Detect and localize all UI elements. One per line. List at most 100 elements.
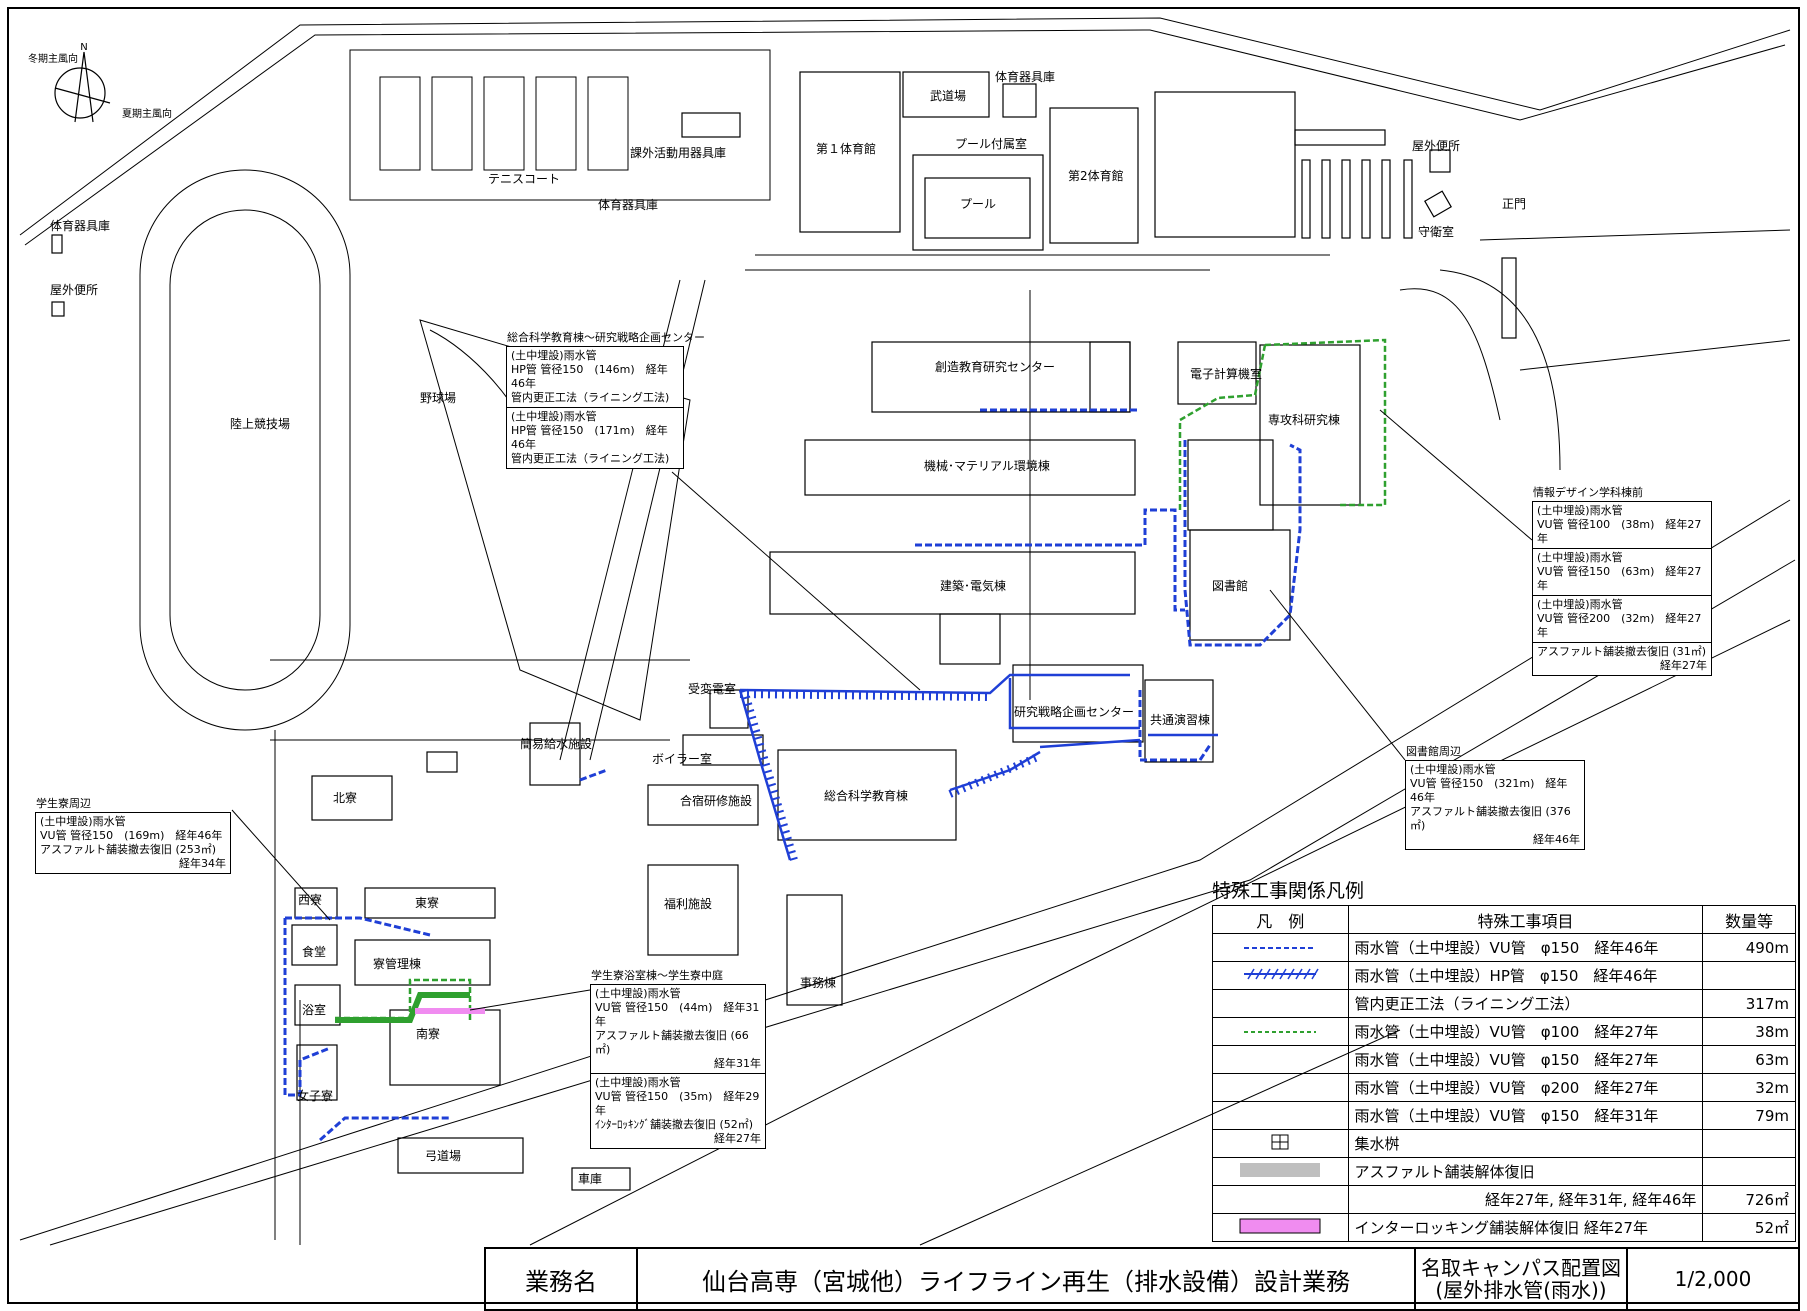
legend-symbol [1212,1157,1349,1186]
label-outdoor-toilet-right: 屋外便所 [1412,139,1460,153]
label-sogo: 総合科学教育棟 [824,788,908,803]
legend-symbol [1212,933,1349,962]
callout-toshokan-head: 図書館周辺 [1406,745,1461,758]
legend-qty: 79m [1702,1101,1796,1130]
legend-item: 雨水管（土中埋設）VU管 φ150 経年31年 [1347,1101,1704,1130]
legend-qty: 63m [1702,1045,1796,1074]
legend-qty: 32m [1702,1073,1796,1102]
label-gym2: 第2体育館 [1068,168,1124,183]
legend-qty: 38m [1702,1017,1796,1046]
label-higashiryo: 東寮 [415,895,439,910]
label-pool-annex: プール付属室 [955,136,1027,151]
label-pool: プール [960,197,996,211]
callout-line: HP管 管径150 (171m) 経年46年 [511,424,668,451]
callout-line: HP管 管径150 (146m) 経年46年 [511,363,668,390]
legend-item: 経年27年, 経年31年, 経年46年 [1347,1185,1704,1214]
catch-basin-icon [1271,1134,1289,1149]
title-block-label: 業務名 [486,1249,638,1309]
legend-symbol [1212,1129,1349,1158]
callout-line: 管内更正工法（ライニング工法) [511,452,670,465]
label-senko: 専攻科研究棟 [1268,412,1340,427]
drawing-name-line2: (屋外排水管(雨水)) [1435,1278,1607,1302]
label-equip-storage-top: 体育器具庫 [995,69,1055,84]
callout-line: アスファルト舗装撤去復旧 (376㎡) [1410,805,1571,832]
label-gate: 正門 [1502,197,1526,211]
label-minamiryo: 南寮 [416,1026,440,1041]
callout-line: 経年31年 [714,1057,761,1070]
pipe-hp150-lining [738,673,1218,861]
north-arrow-icon [54,51,111,123]
label-denshi: 電子計算機室 [1190,366,1262,381]
callout-line: (土中埋設)雨水管 [1537,551,1623,564]
legend-item: 雨水管（土中埋設）VU管 φ150 経年46年 [1347,933,1704,962]
callout-joho-sec3: (土中埋設)雨水管 VU管 管径200 (32m) 経年27年 [1533,596,1711,643]
callout-line: (土中埋設)雨水管 [595,987,681,1000]
label-kyudo: 弓道場 [425,1149,461,1163]
label-kitaryo: 北寮 [333,790,357,805]
callout-joho-sec2: (土中埋設)雨水管 VU管 管径150 (63m) 経年27年 [1533,549,1711,596]
callout-line: VU管 管径100 (38m) 経年27年 [1537,518,1702,545]
summer-wind-label: 夏期主風向 [122,107,172,120]
label-ryokanri: 寮管理棟 [373,956,421,971]
callout-yokushitsu: 学生寮浴室棟～学生寮中庭 (土中埋設)雨水管 VU管 管径150 (44m) 経… [590,969,766,1149]
label-shako: 車庫 [578,1172,602,1186]
blue-dash-symbol-icon [1244,946,1317,949]
legend-item: 雨水管（土中埋設）VU管 φ150 経年27年 [1347,1045,1704,1074]
label-sozo: 創造教育研究センター [935,359,1055,374]
label-kikai: 機械･マテリアル環境棟 [924,458,1050,473]
callout-line: 経年34年 [179,857,226,870]
legend-row: 集水桝 [1212,1129,1796,1158]
label-kani: 簡易給水施設 [520,736,592,751]
label-kenkyu: 研究戦略企画センター [1014,704,1134,719]
label-kenchiku: 建築･電気棟 [940,578,1006,593]
label-nishiryo: 西寮 [298,892,322,907]
drawing-frame [7,7,1800,1304]
callout-line: アスファルト舗装撤去復旧 (31㎡) [1537,645,1707,658]
legend-symbol [1212,961,1349,990]
callout-line: (土中埋設)雨水管 [511,410,597,423]
leader-lines [231,409,1533,1011]
callout-line: 経年46年 [1533,833,1580,846]
label-boiler: ボイラー室 [652,751,712,766]
club-storage-outline [681,112,741,138]
callout-toshokan-sec1: (土中埋設)雨水管 VU管 管径150 (321m) 経年46年 アスファルト舗… [1406,761,1584,849]
callout-line: (土中埋設)雨水管 [511,349,597,362]
callout-gakuseiryo: 学生寮周辺 (土中埋設)雨水管 VU管 管径150 (169m) 経年46年 ア… [35,797,231,874]
winter-wind-label: 冬期主風向 [28,52,78,65]
legend-item: 雨水管（土中埋設）VU管 φ100 経年27年 [1347,1017,1704,1046]
callout-line: VU管 管径150 (169m) 経年46年 [40,829,223,842]
callout-gakuseiryo-head: 学生寮周辺 [36,797,91,810]
label-jimu: 事務棟 [800,975,836,990]
legend-qty [1702,1157,1796,1186]
label-track: 陸上競技場 [230,416,290,431]
pipe-vu150-46y [283,408,1302,1142]
callout-line: VU管 管径200 (32m) 経年27年 [1537,612,1702,639]
callout-line: (土中埋設)雨水管 [40,815,126,828]
legend-symbol [1212,1101,1349,1130]
asphalt-paving-symbol-icon [1240,1162,1321,1177]
legend-symbol [1212,989,1349,1018]
legend-item: 集水桝 [1347,1129,1704,1158]
interlocking-paving [415,1008,485,1014]
compass-circle [54,67,106,119]
legend-item: アスファルト舗装解体復旧 [1347,1157,1704,1186]
drawing-name: 名取キャンパス配置図 (屋外排水管(雨水)) [1416,1249,1628,1309]
drawing-name-line1: 名取キャンパス配置図 [1421,1256,1621,1280]
buildings [51,71,1517,1191]
label-budo: 武道場 [930,89,966,103]
callout-joho-sec1: (土中埋設)雨水管 VU管 管径100 (38m) 経年27年 [1533,502,1711,549]
legend-row: 管内更正工法（ライニング工法）317m [1212,989,1796,1018]
callout-line: 管内更正工法（ライニング工法) [511,391,670,404]
legend-row: 雨水管（土中埋設）HP管 φ150 経年46年 [1212,961,1796,990]
legend-header-item: 特殊工事項目 [1347,905,1704,934]
callout-line: 経年27年 [714,1132,761,1145]
blue-hatch-symbol-icon [1244,968,1319,979]
label-equip-storage-left: 体育器具庫 [50,218,110,233]
legend-symbol [1212,1017,1349,1046]
legend-symbol [1212,1185,1349,1214]
label-outdoor-toilet-left: 屋外便所 [50,283,98,297]
